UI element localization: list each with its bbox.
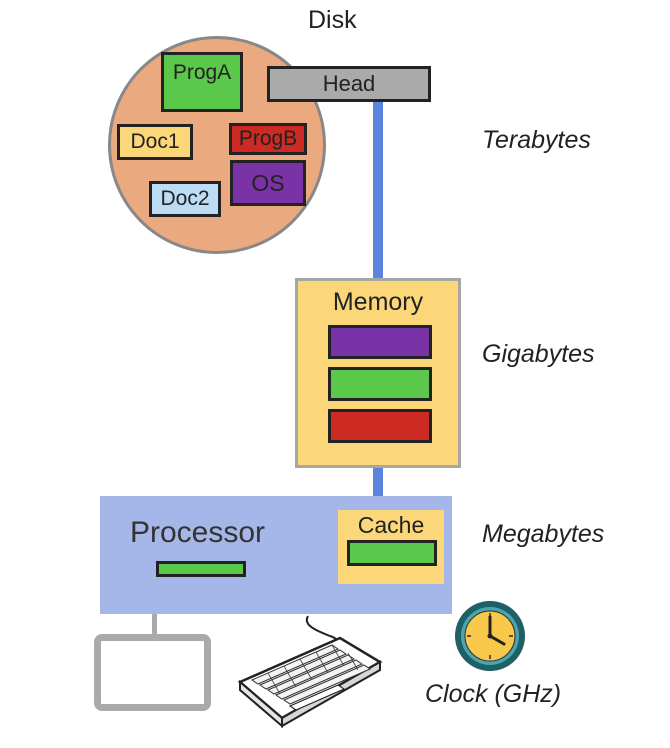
file-doc2: Doc2 [149,181,221,217]
memory-block [328,325,432,359]
processor-title: Processor [130,516,266,549]
file-doc1: Doc1 [117,124,193,160]
monitor-cable [152,614,157,636]
memory-block [328,367,432,401]
processor-register [156,561,246,577]
disk-head: Head [267,66,431,102]
file-os-label: OS [251,169,285,196]
monitor-icon [94,634,211,711]
file-proga: ProgA [161,52,243,112]
disk-head-label: Head [322,71,376,96]
clock-label: Clock (GHz) [425,680,562,708]
memory-capacity-label: Gigabytes [482,340,595,368]
file-doc2-label: Doc2 [160,187,210,210]
memory-title: Memory [332,288,424,316]
disk-capacity-label: Terabytes [482,126,591,154]
file-progb-label: ProgB [238,127,298,150]
cache-capacity-label: Megabytes [482,520,605,548]
file-proga-label: ProgA [172,61,232,84]
memory-block [328,409,432,443]
clock-icon [455,601,525,671]
keyboard-icon [237,615,383,729]
disk-title: Disk [308,6,357,34]
file-progb: ProgB [229,123,307,155]
cache-block [347,540,437,566]
cache-title: Cache [357,512,425,538]
file-os: OS [230,160,306,206]
file-doc1-label: Doc1 [130,130,180,153]
